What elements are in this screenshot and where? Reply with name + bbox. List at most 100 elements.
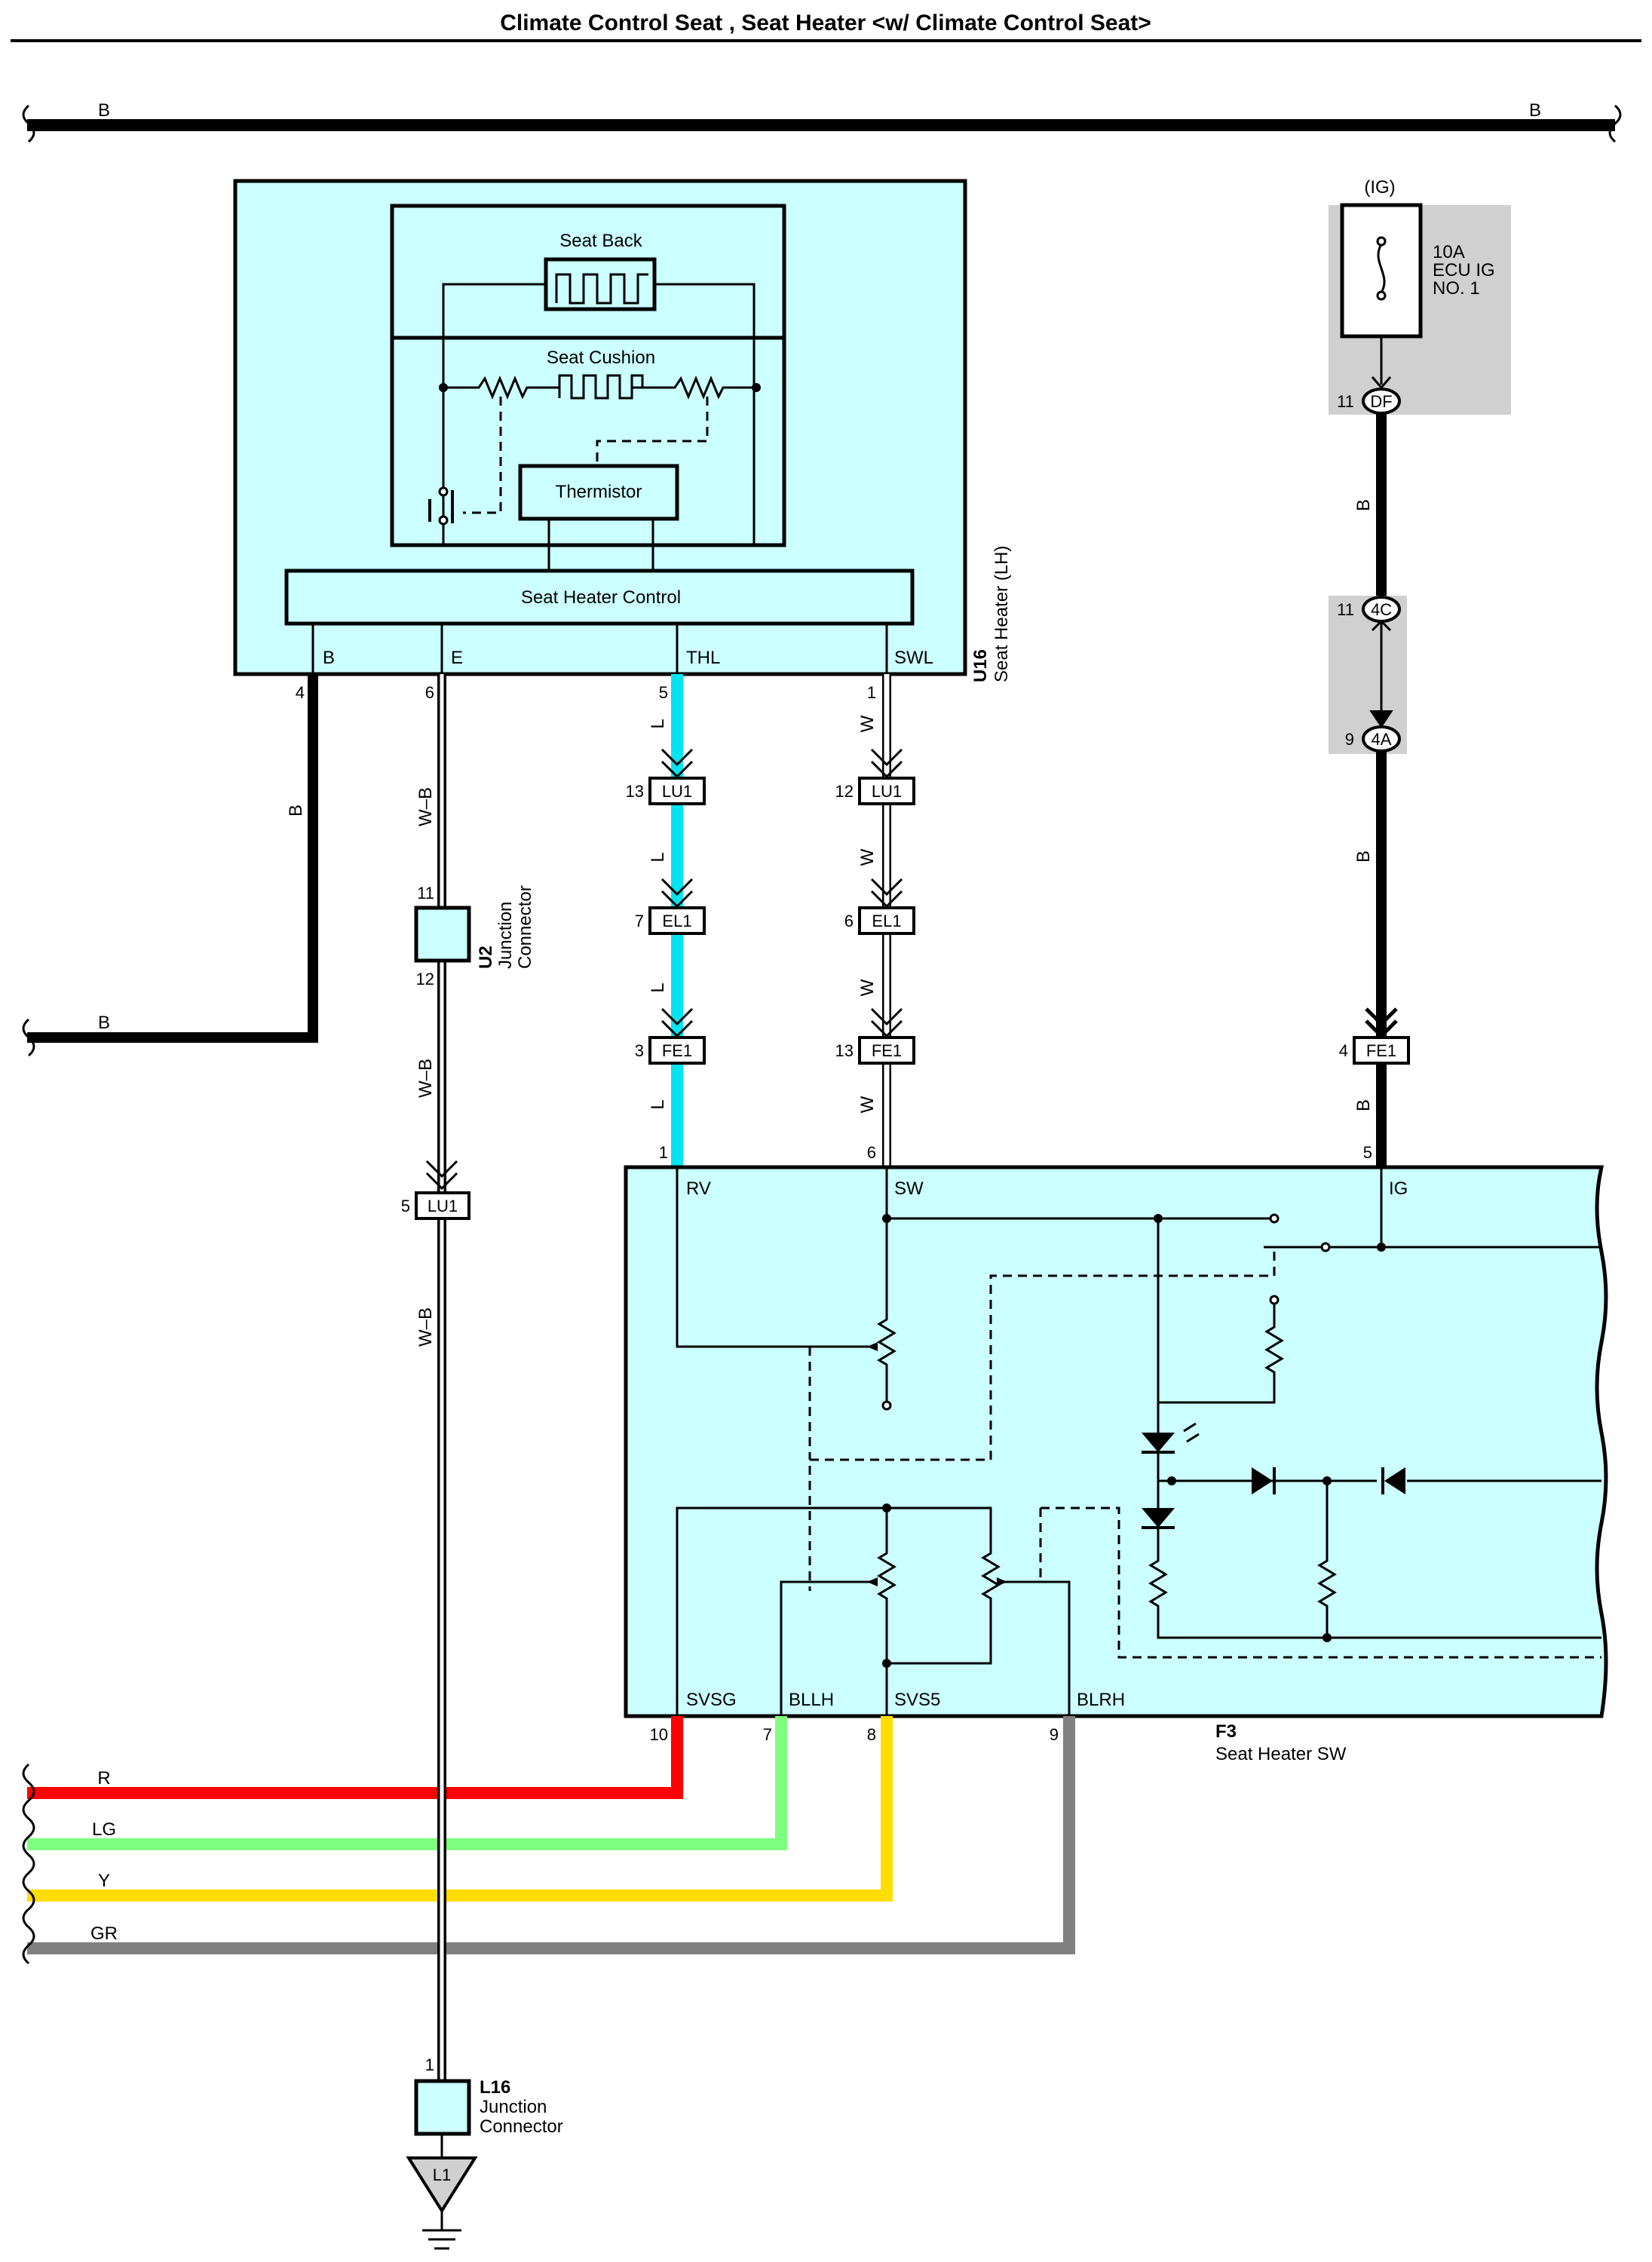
wire-y-label: Y bbox=[98, 1871, 110, 1891]
df-pin: 11 bbox=[1337, 392, 1354, 411]
fe1-ig-pin: 4 bbox=[1339, 1041, 1348, 1060]
lu1-connector-e bbox=[415, 1191, 470, 1220]
u16-pin-e: 6 bbox=[425, 683, 434, 702]
wire-lg-label: LG bbox=[92, 1819, 116, 1840]
lu1-connector-thl bbox=[648, 777, 706, 805]
wire-wb-label-3: W–B bbox=[415, 1307, 436, 1347]
l16-junction-connector bbox=[414, 2079, 471, 2136]
wire-w-label-3: W bbox=[857, 979, 878, 996]
wire-wb-label-1: W–B bbox=[415, 787, 436, 826]
seat-cushion-label: Seat Cushion bbox=[547, 348, 655, 368]
wire-r-label: R bbox=[97, 1768, 110, 1788]
u16-terminal-thl: THL bbox=[686, 648, 720, 668]
wire-b-left-label: B bbox=[98, 1013, 110, 1033]
wire-w-label-2: W bbox=[857, 848, 878, 866]
fe1-connector-thl bbox=[648, 1036, 706, 1065]
f3-terminal-svsg: SVSG bbox=[686, 1690, 737, 1710]
thermal-switch-icon bbox=[428, 486, 454, 526]
bus-label-left: B bbox=[98, 100, 110, 121]
fe1-thl-pin: 3 bbox=[635, 1041, 644, 1060]
seat-heater-switch: RV SW IG 1 6 5 bbox=[624, 1143, 1608, 1764]
u16-pin-b: 4 bbox=[296, 683, 305, 702]
fe1-thl-label: FE1 bbox=[662, 1041, 692, 1060]
fe1-swl-label: FE1 bbox=[872, 1041, 902, 1060]
wire-b-r-label-2: B bbox=[1353, 851, 1374, 863]
wire-b-r-label-1: B bbox=[1353, 499, 1374, 511]
el1-swl-pin: 6 bbox=[844, 912, 854, 930]
wire-l-label-4: L bbox=[648, 1099, 668, 1109]
l16-code: L16 bbox=[480, 2077, 510, 2098]
wire-wb-e: W–B W–B W–B 11 12 U2 Junction Connector … bbox=[401, 674, 563, 2250]
df-label: DF bbox=[1370, 392, 1392, 411]
4a-label: 4A bbox=[1372, 730, 1392, 749]
f3-pin-sw: 6 bbox=[867, 1143, 876, 1162]
f3-terminal-rv: RV bbox=[686, 1179, 711, 1199]
f3-pin-bllh: 7 bbox=[763, 1725, 772, 1744]
u2-pin-top: 11 bbox=[417, 884, 434, 903]
fuse-rating: 10A bbox=[1433, 242, 1465, 262]
f3-pin-svs5: 8 bbox=[867, 1725, 876, 1744]
f3-name: Seat Heater SW bbox=[1215, 1744, 1347, 1764]
f3-terminal-bllh: BLLH bbox=[789, 1690, 834, 1710]
el1-swl-label: EL1 bbox=[872, 912, 901, 930]
f3-code: F3 bbox=[1215, 1721, 1237, 1742]
wire-w-label-1: W bbox=[857, 715, 878, 732]
diode-icon-1 bbox=[1252, 1467, 1273, 1494]
lu1-e-pin: 5 bbox=[401, 1197, 410, 1215]
fuse-name-2: NO. 1 bbox=[1433, 278, 1480, 299]
lu1-e-label: LU1 bbox=[428, 1197, 458, 1215]
f3-pin-rv: 1 bbox=[659, 1143, 668, 1162]
wire-l-label-2: L bbox=[648, 852, 668, 862]
lu1-swl-label: LU1 bbox=[872, 782, 902, 801]
diagram-title: Climate Control Seat , Seat Heater <w/ C… bbox=[500, 11, 1151, 35]
led-icon-1 bbox=[1142, 1433, 1175, 1452]
f3-terminal-sw: SW bbox=[894, 1179, 924, 1199]
lu1-thl-label: LU1 bbox=[662, 782, 692, 801]
el1-connector-swl bbox=[858, 906, 915, 935]
seat-back-label: Seat Back bbox=[559, 231, 642, 251]
fe1-swl-pin: 13 bbox=[835, 1041, 854, 1060]
wire-b-r-label-3: B bbox=[1353, 1099, 1374, 1111]
u16-pin-thl: 5 bbox=[659, 683, 668, 702]
wire-l-thl: L L L L LU1 13 EL1 7 FE1 3 bbox=[626, 674, 706, 1212]
el1-thl-label: EL1 bbox=[662, 912, 691, 930]
seat-heater-control-label: Seat Heater Control bbox=[521, 587, 681, 608]
f3-terminal-ig: IG bbox=[1389, 1179, 1408, 1199]
u2-junction-connector bbox=[414, 906, 471, 963]
fe1-connector-ig bbox=[1353, 1036, 1410, 1065]
ground-l1-label: L1 bbox=[433, 2165, 451, 2184]
seat-heater-control-box bbox=[284, 569, 915, 626]
u16-terminal-swl: SWL bbox=[894, 648, 933, 668]
wire-l-label-3: L bbox=[648, 982, 668, 992]
lu1-thl-pin: 13 bbox=[626, 782, 644, 801]
4c-4a-shade bbox=[1329, 596, 1407, 754]
u16-name: Seat Heater (LH) bbox=[992, 546, 1012, 682]
thermistor-box bbox=[518, 464, 679, 521]
4c-label: 4C bbox=[1371, 600, 1392, 619]
fuse-icon bbox=[1377, 244, 1386, 293]
wire-gr-label: GR bbox=[90, 1923, 118, 1944]
u16-pin-swl: 1 bbox=[867, 683, 876, 702]
led-icon-2 bbox=[1142, 1508, 1175, 1528]
wire-l-label-1: L bbox=[648, 719, 668, 728]
u16-terminal-b: B bbox=[323, 648, 335, 668]
f3-pin-blrh: 9 bbox=[1050, 1725, 1059, 1744]
l16-name-1: Junction bbox=[480, 2097, 547, 2117]
bus-label-right: B bbox=[1529, 100, 1541, 121]
u16-code: U16 bbox=[970, 649, 991, 682]
wire-w-swl: W W W W LU1 12 EL1 6 FE1 13 bbox=[835, 674, 915, 1167]
wire-wb-label-2: W–B bbox=[415, 1059, 436, 1098]
seat-heater-lh: Seat Back Seat Cushion Thermistor Seat H… bbox=[233, 179, 1012, 702]
el1-connector-thl bbox=[648, 906, 706, 935]
output-wires: R LG Y GR bbox=[22, 1716, 1075, 1965]
fe1-ig-label: FE1 bbox=[1366, 1041, 1396, 1060]
el1-thl-pin: 7 bbox=[635, 912, 644, 930]
u2-code: U2 bbox=[476, 946, 496, 969]
fe1-connector-swl bbox=[858, 1036, 915, 1065]
4c-pin: 11 bbox=[1337, 600, 1354, 619]
f3-terminal-svs5: SVS5 bbox=[894, 1690, 940, 1710]
l16-pin: 1 bbox=[425, 2055, 434, 2074]
wire-w-label-4: W bbox=[857, 1096, 878, 1113]
ig-power-feed: (IG) 10A ECU IG NO. 1 DF 11 B 4C 11 4A 9… bbox=[1329, 177, 1511, 1167]
